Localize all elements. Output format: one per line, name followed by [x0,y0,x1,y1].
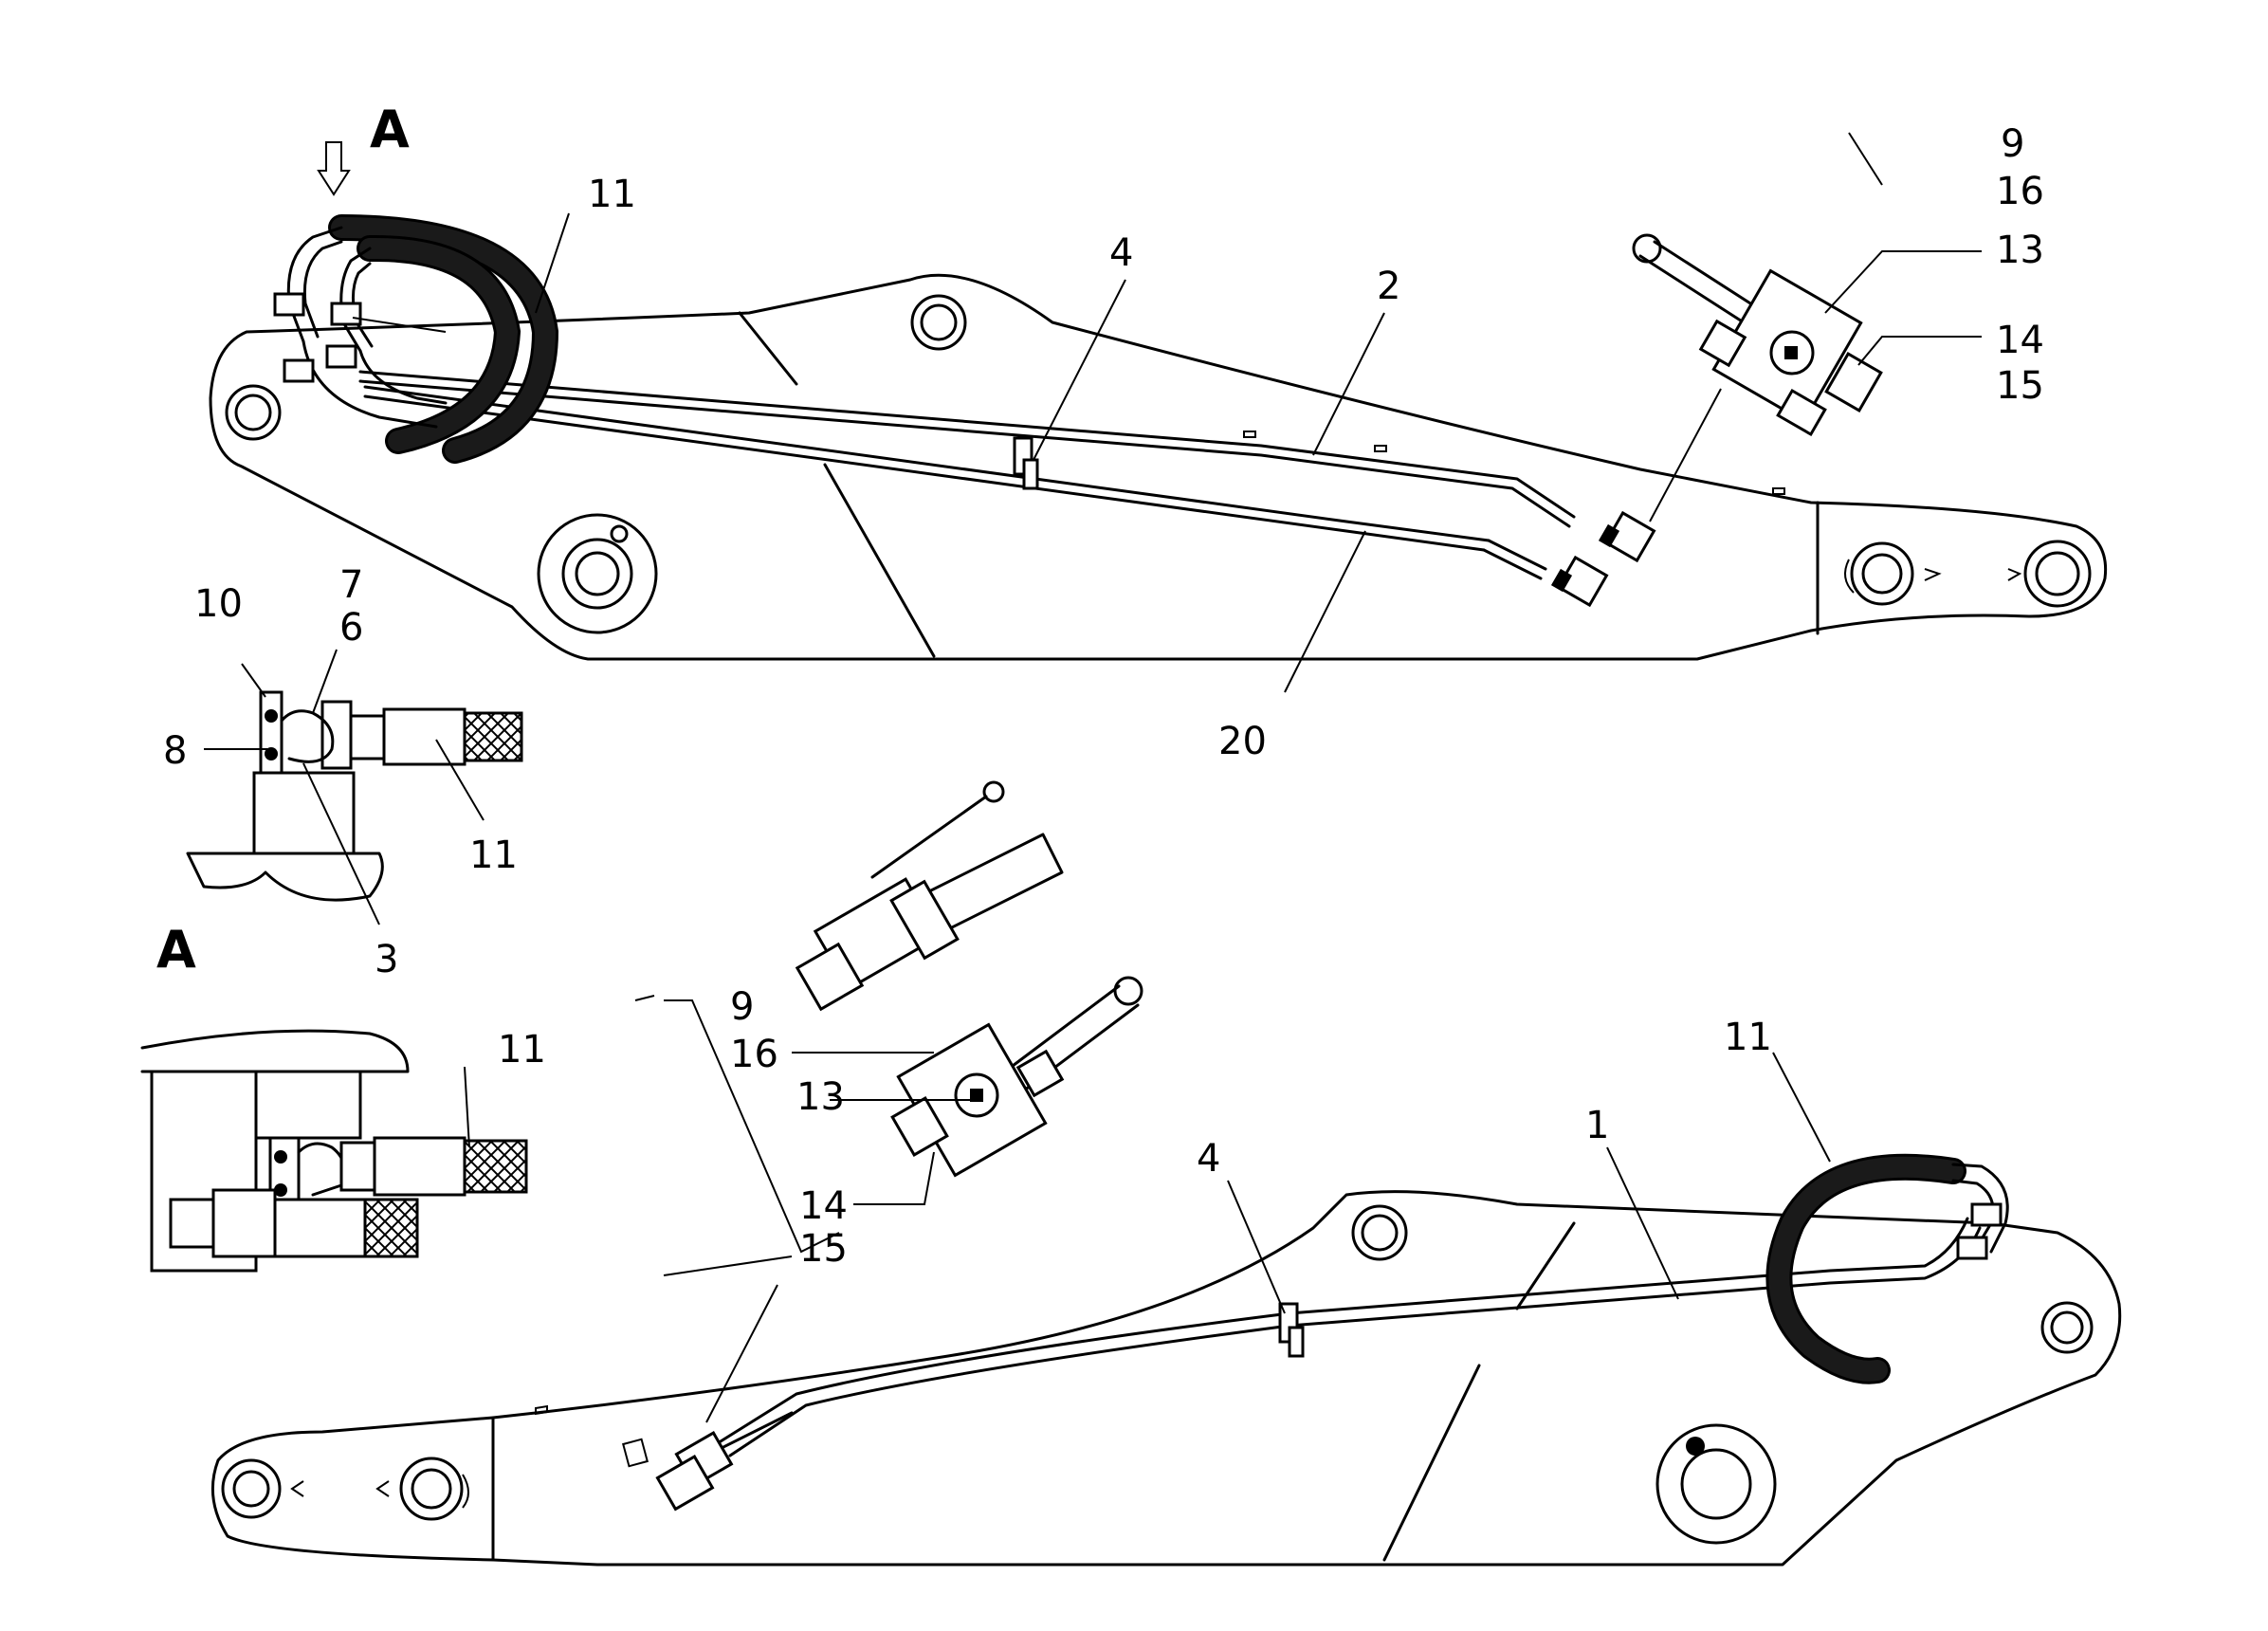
lower-pin-boss [1655,1423,1777,1545]
callout-upper-16: 16 [1996,170,2044,213]
callout-lower-11: 11 [1724,1016,1772,1059]
view-arrow [317,141,351,196]
callout-detA-11: 11 [498,1028,546,1072]
callout-upper-4: 4 [1109,231,1133,275]
callout-lower-14: 14 [799,1184,848,1228]
lower-fitting-assembled [634,976,1143,1423]
upper-pin-top [910,294,967,351]
lower-pipe-1 [655,1217,1982,1512]
upper-pipe-20 [363,385,1547,580]
callout-lower-15: 15 [799,1227,848,1271]
callout-upper-14: 14 [1996,319,2044,362]
callout-upper-15: 15 [1996,364,2044,408]
view-label-detail: A [156,920,196,980]
callout-det-8: 8 [163,729,187,773]
callout-det-6: 6 [339,606,363,650]
lower-pin-top [1351,1204,1408,1261]
upper-detail-fittings [1632,132,1982,437]
view-label-top: A [370,100,410,159]
callout-upper-11: 11 [588,173,636,216]
upper-clamp [1013,436,1039,490]
callout-upper-9: 9 [2001,122,2024,166]
lower-leaders [1227,1052,1831,1314]
upper-fitting-2 [1550,555,1609,608]
lower-hose-11 [1765,1153,2009,1384]
callout-det-11: 11 [469,834,518,877]
callout-det-3: 3 [375,938,398,981]
lower-fitting-exploded [795,780,1064,1012]
callout-upper-2: 2 [1377,265,1400,308]
lower-boom [210,1190,2122,1567]
callout-upper-20: 20 [1218,720,1267,763]
upper-hose-11 [273,214,559,464]
lower-pin-right [2040,1301,2094,1354]
callout-det-7: 7 [339,563,363,607]
detail-view-1 [186,649,523,925]
callout-lower-13: 13 [796,1075,845,1119]
upper-pipe-2 [358,370,1576,528]
detail-view-a [140,1029,528,1273]
callout-lower-16: 16 [730,1033,778,1076]
upper-boom [209,273,2108,661]
lower-pin-left [221,1458,304,1519]
upper-pin-left [225,384,282,441]
upper-pin-end [2007,540,2092,608]
upper-pin-boss [537,513,658,634]
callout-det-10: 10 [194,582,243,626]
callout-upper-13: 13 [1996,229,2044,272]
upper-fitting-1 [1598,510,1656,563]
upper-leaders [352,212,1722,693]
lower-pin-mid [375,1457,469,1521]
down-arrow-icon [317,141,351,196]
callout-lower-9: 9 [730,985,754,1029]
callout-lower-4: 4 [1197,1137,1220,1181]
upper-pin-right [1844,541,1942,606]
callout-lower-1: 1 [1585,1104,1609,1147]
